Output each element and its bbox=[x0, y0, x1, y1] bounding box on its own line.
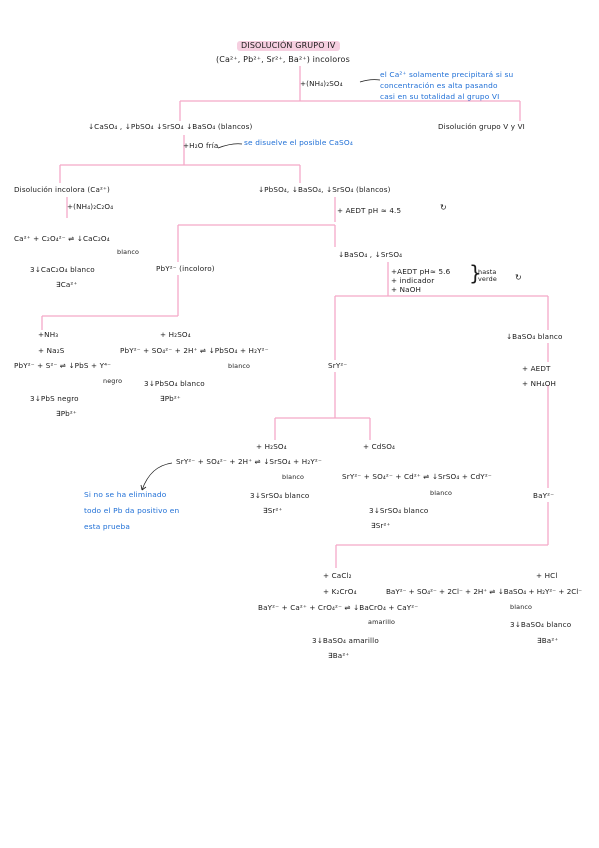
note-text: casi en su totalidad al grupo VI bbox=[380, 92, 500, 101]
reagent-label: + NaOH bbox=[391, 285, 422, 294]
complex-label: SrY²⁻ bbox=[328, 361, 348, 370]
note-arrow bbox=[141, 462, 173, 491]
precipitate-label: ↓BaSO₄ blanco bbox=[506, 332, 563, 341]
equation: PbY²⁻ + S²⁻ ⇌ ↓PbS + Y⁴⁻ bbox=[14, 361, 112, 370]
result-label: 3↓PbSO₄ blanco bbox=[144, 379, 205, 388]
result-label: ∃Ca²⁺ bbox=[56, 280, 78, 289]
result-label: ∃Pb²⁺ bbox=[160, 394, 181, 403]
cycle-icon: ↻ bbox=[440, 203, 447, 212]
reagent-label: +AEDT pH≈ 5.6 bbox=[391, 267, 451, 276]
precipitate-label: ↓CaSO₄ , ↓PbSO₄ ↓SrSO₄ ↓BaSO₄ (blancos) bbox=[88, 122, 253, 131]
complex-label: PbY²⁻ (incoloro) bbox=[156, 264, 215, 273]
precipitate-color-label: blanco bbox=[282, 473, 305, 481]
note-text: Si no se ha eliminado bbox=[84, 490, 167, 499]
result-label: ∃Pb²⁺ bbox=[56, 409, 77, 418]
precipitate-color-label: negro bbox=[103, 377, 123, 385]
equation: BaY²⁻ + Ca²⁺ + CrO₄²⁻ ⇌ ↓BaCrO₄ + CaY²⁻ bbox=[258, 603, 419, 612]
result-label: ∃Sr²⁺ bbox=[371, 521, 391, 530]
solution-label: Disolución grupo V y VI bbox=[438, 122, 525, 131]
reagent-label: + CdSO₄ bbox=[363, 442, 396, 451]
reagent-label: +H₂O fría bbox=[183, 141, 219, 150]
equation: PbY²⁻ + SO₄²⁻ + 2H⁺ ⇌ ↓PbSO₄ + H₂Y²⁻ bbox=[120, 346, 269, 355]
precipitate-color-label: blanco bbox=[228, 362, 251, 370]
solution-label: Disolución incolora (Ca²⁺) bbox=[14, 185, 110, 194]
precipitate-color-label: blanco bbox=[430, 489, 453, 497]
reagent-label: + HCl bbox=[536, 571, 558, 580]
note-arrow bbox=[140, 484, 147, 491]
result-label: 3↓SrSO₄ blanco bbox=[369, 506, 429, 515]
reagent-label: + AEDT bbox=[522, 364, 551, 373]
equation: SrY²⁻ + SO₄²⁻ + Cd²⁺ ⇌ ↓SrSO₄ + CdY²⁻ bbox=[342, 472, 492, 481]
precipitate-color-label: blanco bbox=[510, 603, 533, 611]
equation: Ca²⁺ + C₂O₄²⁻ ⇌ ↓CaC₂O₄ bbox=[14, 234, 110, 243]
result-label: 3↓SrSO₄ blanco bbox=[250, 491, 310, 500]
note-text: esta prueba bbox=[84, 522, 131, 531]
equation: BaY²⁻ + SO₄²⁻ + 2Cl⁻ + 2H⁺ ⇌ ↓BaSO₄ + H₂… bbox=[386, 587, 583, 596]
reagent-label: + NH₄OH bbox=[522, 379, 557, 388]
result-label: ∃Ba²⁺ bbox=[537, 636, 559, 645]
precipitate-color-label: blanco bbox=[117, 248, 140, 256]
reagent-label: +NH₃ bbox=[38, 330, 59, 339]
note-arrow bbox=[359, 79, 381, 83]
precipitate-label: ↓BaSO₄ , ↓SrSO₄ bbox=[338, 250, 403, 259]
reagent-label: + AEDT pH ≈ 4.5 bbox=[337, 206, 402, 215]
result-label: ∃Sr²⁺ bbox=[263, 506, 283, 515]
cycle-icon: ↻ bbox=[515, 273, 522, 282]
cations-label: (Ca²⁺, Pb²⁺, Sr²⁺, Ba²⁺) incoloros bbox=[216, 55, 350, 64]
result-label: 3↓PbS negro bbox=[30, 394, 79, 403]
side-note: hasta verde bbox=[478, 268, 497, 284]
result-label: 3↓CaC₂O₄ blanco bbox=[30, 265, 95, 274]
precipitate-color-label: amarillo bbox=[368, 618, 396, 626]
reagent-label: + CaCl₂ bbox=[323, 571, 352, 580]
complex-label: BaY²⁻ bbox=[533, 491, 555, 500]
equation: SrY²⁻ + SO₄²⁻ + 2H⁺ ⇌ ↓SrSO₄ + H₂Y²⁻ bbox=[176, 457, 322, 466]
reagent-label: + K₂CrO₄ bbox=[323, 587, 357, 596]
precipitate-label: ↓PbSO₄, ↓BaSO₄, ↓SrSO₄ (blancos) bbox=[258, 185, 391, 194]
reagent-label: +(NH₄)₂C₂O₄ bbox=[67, 202, 114, 211]
reagent-label: +(NH₄)₂SO₄ bbox=[300, 79, 343, 88]
diagram-title: DISOLUCIÓN GRUPO IV bbox=[237, 41, 340, 51]
note-text: el Ca²⁺ solamente precipitará si su bbox=[380, 70, 514, 79]
note-text: todo el Pb da positivo en bbox=[84, 506, 180, 515]
note-text: se disuelve el posible CaSO₄ bbox=[244, 138, 353, 147]
result-label: ∃Ba²⁺ bbox=[328, 651, 350, 660]
reagent-label: + Na₂S bbox=[38, 346, 65, 355]
reagent-label: + H₂SO₄ bbox=[160, 330, 191, 339]
result-label: 3↓BaSO₄ blanco bbox=[510, 620, 572, 629]
brace-icon: } bbox=[469, 261, 482, 285]
reagent-label: + indicador bbox=[391, 276, 435, 285]
reagent-label: + H₂SO₄ bbox=[256, 442, 287, 451]
result-label: 3↓BaSO₄ amarillo bbox=[312, 636, 379, 645]
note-text: concentración es alta pasando bbox=[380, 81, 498, 90]
note-arrow bbox=[217, 143, 243, 149]
